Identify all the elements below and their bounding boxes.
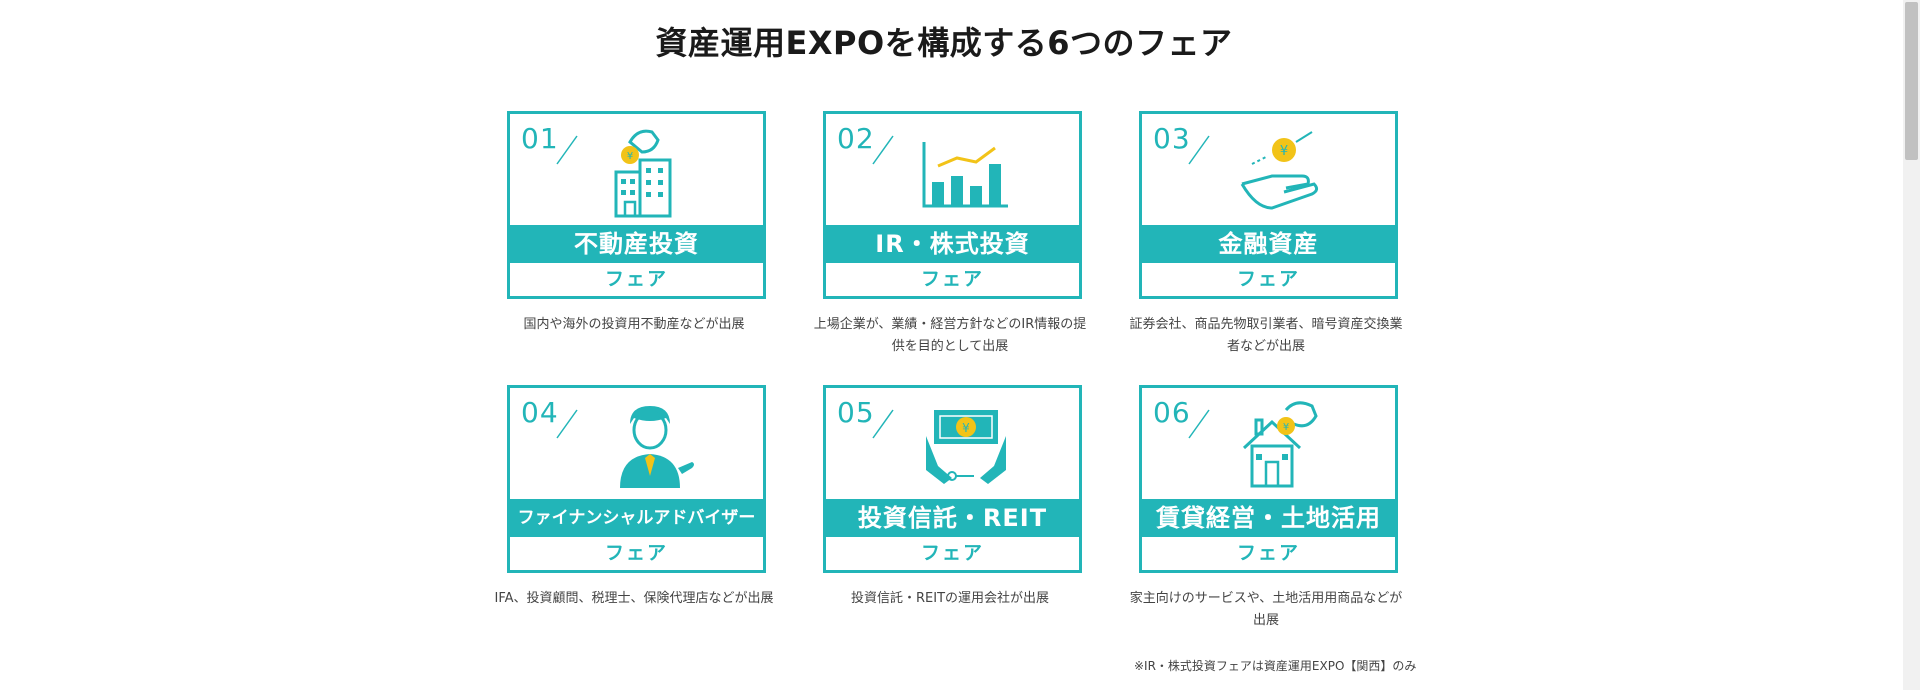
banknote-hands-icon: ¥ bbox=[926, 410, 1006, 484]
slash-decoration bbox=[556, 135, 578, 165]
building-coin-icon: ¥ bbox=[614, 129, 672, 218]
fair-card-frame: 04 ファイナンシャルアドバイザー フェア bbox=[507, 385, 766, 573]
fair-description: 上場企業が、業績・経営方針などのIR情報の提供を目的として出展 bbox=[813, 317, 1087, 354]
fair-suffix: フェア bbox=[604, 542, 668, 564]
svg-text:¥: ¥ bbox=[1283, 422, 1289, 433]
scrollbar-thumb[interactable] bbox=[1905, 2, 1918, 160]
advisor-icon bbox=[620, 406, 694, 488]
slash-decoration bbox=[872, 135, 894, 165]
fair-description: IFA、投資顧問、税理士、保険代理店などが出展 bbox=[494, 591, 774, 606]
fair-suffix: フェア bbox=[920, 542, 984, 564]
section-title: 資産運用EXPOを構成する6つのフェア bbox=[655, 24, 1233, 62]
fair-description: 国内や海外の投資用不動産などが出展 bbox=[523, 317, 745, 332]
fair-card-frame: 01 ¥ 不動産投資 フェア bbox=[507, 111, 766, 299]
house-coin-icon: ¥ bbox=[1242, 401, 1318, 488]
fair-name: ファイナンシャルアドバイザー bbox=[510, 499, 763, 537]
svg-text:¥: ¥ bbox=[627, 151, 633, 162]
fair-number: 04 bbox=[521, 396, 559, 429]
fair-name: 投資信託・REIT bbox=[826, 499, 1079, 537]
fair-name: IR・株式投資 bbox=[826, 225, 1079, 263]
fair-number: 06 bbox=[1153, 396, 1191, 429]
fair-number: 05 bbox=[837, 396, 875, 429]
fair-card-frame: 05 ¥ 投資信託・REIT フェア bbox=[823, 385, 1082, 573]
fair-description: 投資信託・REITの運用会社が出展 bbox=[850, 591, 1050, 606]
slash-decoration bbox=[556, 409, 578, 439]
fair-number: 01 bbox=[521, 122, 559, 155]
svg-text:¥: ¥ bbox=[1280, 144, 1288, 159]
fair-card-frame: 02 IR・株式投資 フェア bbox=[823, 111, 1082, 299]
svg-text:¥: ¥ bbox=[962, 421, 970, 435]
fair-suffix: フェア bbox=[1236, 268, 1300, 290]
fair-name: 賃貸経営・土地活用 bbox=[1142, 499, 1395, 537]
vertical-scrollbar[interactable] bbox=[1903, 0, 1920, 690]
bar-chart-icon bbox=[922, 142, 1008, 208]
fair-number: 03 bbox=[1153, 122, 1191, 155]
fair-name: 金融資産 bbox=[1142, 225, 1395, 263]
fair-card-frame: 06 ¥ 賃貸経営・土地活用 フェア bbox=[1139, 385, 1398, 573]
slash-decoration bbox=[1188, 409, 1210, 439]
hand-coin-icon: ¥ bbox=[1240, 131, 1319, 210]
slash-decoration bbox=[872, 409, 894, 439]
slash-decoration bbox=[1188, 135, 1210, 165]
fair-description: 証券会社、商品先物取引業者、暗号資産交換業者などが出展 bbox=[1129, 317, 1403, 354]
fair-name: 不動産投資 bbox=[510, 225, 763, 263]
footnote: ※IR・株式投資フェアは資産運用EXPO【関西】のみ bbox=[1134, 659, 1417, 673]
fair-description: 家主向けのサービスや、土地活用用商品などが出展 bbox=[1129, 591, 1403, 628]
fair-suffix: フェア bbox=[604, 268, 668, 290]
fair-number: 02 bbox=[837, 122, 875, 155]
fair-suffix: フェア bbox=[1236, 542, 1300, 564]
fair-suffix: フェア bbox=[920, 268, 984, 290]
fair-card-frame: 03 ¥ 金融資産 フェア bbox=[1139, 111, 1398, 299]
